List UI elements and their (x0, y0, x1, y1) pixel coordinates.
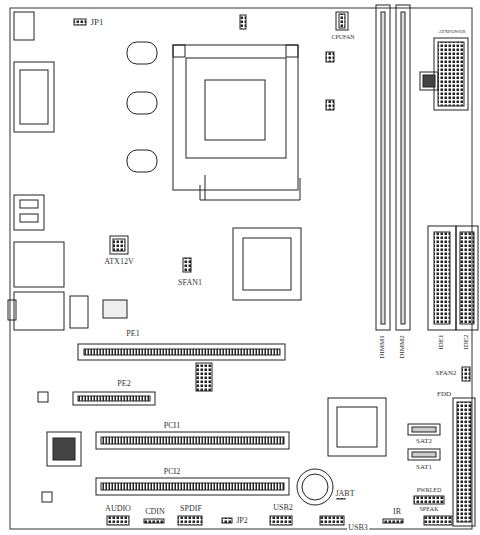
part-label: SFAN1 (177, 279, 203, 287)
part-label: ATXPOWER (437, 29, 466, 34)
part-label: JABT (334, 490, 355, 498)
part-label: IR (392, 508, 402, 516)
part-label: SAT2 (415, 438, 433, 445)
part-label: SFAN2 (435, 370, 458, 377)
part-label: DIMM2 (399, 334, 406, 359)
part-label: SPDIF (179, 505, 203, 513)
part-label: JP2 (235, 517, 249, 525)
part-label: CPUFAN (330, 34, 355, 40)
part-label: AUDIO (104, 505, 132, 513)
part-label: SAT1 (415, 464, 433, 471)
part-label: IDE2 (463, 333, 470, 350)
part-label: CDIN (144, 508, 166, 516)
part-label: SPEAK (418, 506, 439, 512)
part-label: PE2 (116, 380, 131, 388)
part-label: PCI2 (163, 468, 181, 476)
part-label: PE1 (125, 330, 140, 338)
part-label: PWRLED (416, 487, 443, 493)
part-label: JP1 (89, 18, 104, 27)
part-label: USB2 (272, 504, 294, 512)
part-label: DIMM1 (379, 334, 386, 359)
part-label: FDD (436, 391, 452, 398)
part-label: USB3 (347, 524, 369, 532)
part-label: IDE1 (438, 333, 445, 350)
part-label: ATX12V (103, 258, 134, 266)
part-label: PCI1 (163, 422, 181, 430)
